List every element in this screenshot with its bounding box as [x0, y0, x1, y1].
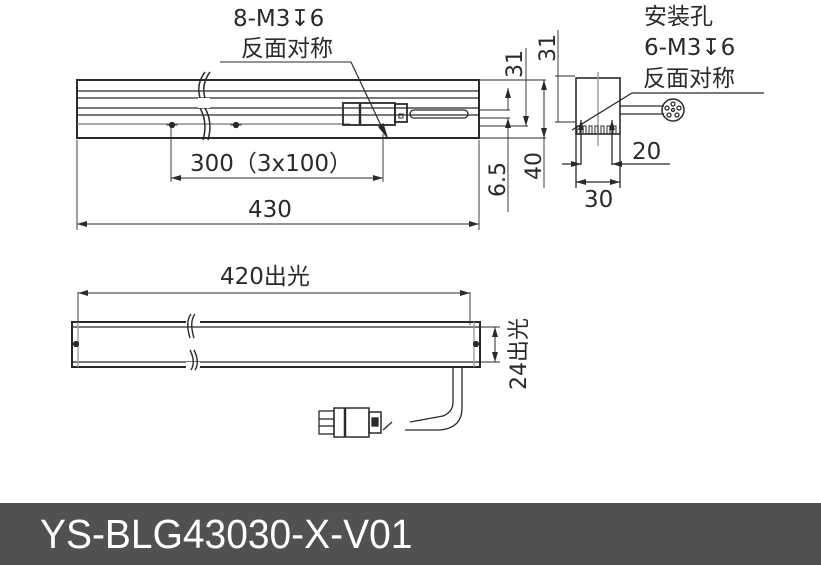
emit-width-dimension: 24出光	[507, 318, 532, 390]
model-number: YS-BLG43030-X-V01	[40, 511, 413, 557]
bottom-view	[71, 290, 500, 438]
mount-hole-note-2: 反面对称	[643, 66, 735, 92]
model-banner: YS-BLG43030-X-V01	[0, 503, 821, 565]
dim-40: 40	[522, 152, 547, 180]
overall-length-dimension: 430	[248, 197, 292, 223]
technical-drawing: 8-M3↧6 反面对称 300（3x100） 430 31 31 6.5 40	[71, 4, 764, 438]
dim-6-5: 6.5	[486, 162, 511, 197]
emit-length-dimension: 420出光	[220, 264, 310, 290]
hole-note-1: 8-M3↧6	[233, 6, 324, 32]
dim-31-a: 31	[503, 50, 528, 78]
hole-note-2: 反面对称	[241, 36, 333, 62]
front-view	[76, 61, 480, 230]
end-view	[562, 72, 764, 188]
mount-hole-note-1: 6-M3↧6	[644, 35, 735, 61]
dim-20: 20	[632, 139, 661, 165]
pitch-dimension: 300（3x100）	[190, 151, 352, 177]
dim-31-b: 31	[536, 34, 561, 62]
mount-hole-label: 安装孔	[644, 4, 713, 30]
side-dimensions	[479, 30, 575, 212]
dim-30: 30	[584, 187, 613, 213]
